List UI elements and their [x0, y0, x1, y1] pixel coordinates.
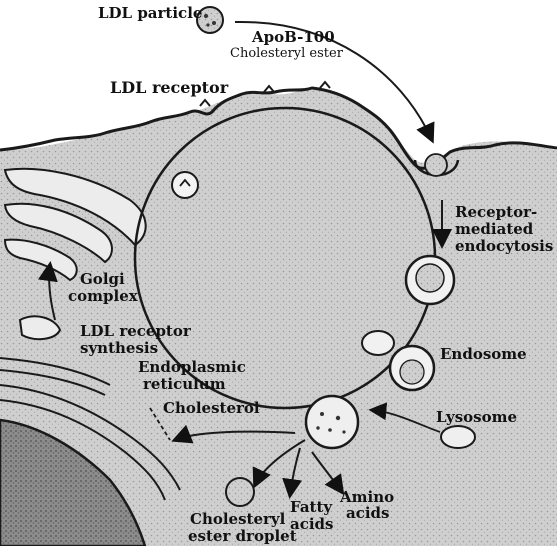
label-ldl-receptor-synthesis-1: LDL receptor	[80, 324, 191, 340]
lysosome-fusion	[306, 396, 358, 448]
label-golgi-2: complex	[68, 289, 138, 305]
label-endosome: Endosome	[440, 347, 527, 363]
label-golgi-1: Golgi	[80, 272, 125, 288]
label-amino-2: acids	[346, 506, 389, 522]
label-er-1: Endoplasmic	[138, 360, 246, 376]
label-droplet-2: ester droplet	[188, 529, 297, 545]
label-receptor-mediated-1: Receptor-	[455, 205, 537, 221]
label-cholesterol: Cholesterol	[163, 401, 260, 417]
label-ldl-receptor: LDL receptor	[110, 80, 228, 97]
label-ldl-particle: LDL particle	[98, 6, 202, 22]
label-receptor-mediated-2: mediated	[455, 222, 533, 238]
label-er-2: reticulum	[143, 377, 226, 393]
label-receptor-mediated-3: endocytosis	[455, 239, 553, 255]
label-ldl-receptor-synthesis-2: synthesis	[80, 341, 158, 357]
cholesteryl-ester-droplet	[226, 478, 254, 506]
label-droplet-1: Cholesteryl	[190, 512, 285, 528]
label-apob100: ApoB-100	[252, 30, 335, 46]
label-cholesteryl-ester: Cholesteryl ester	[230, 47, 343, 61]
label-lysosome: Lysosome	[436, 410, 517, 426]
label-fatty-1: Fatty	[290, 500, 332, 516]
coated-vesicle	[406, 256, 454, 304]
recycling-vesicle	[172, 172, 198, 198]
